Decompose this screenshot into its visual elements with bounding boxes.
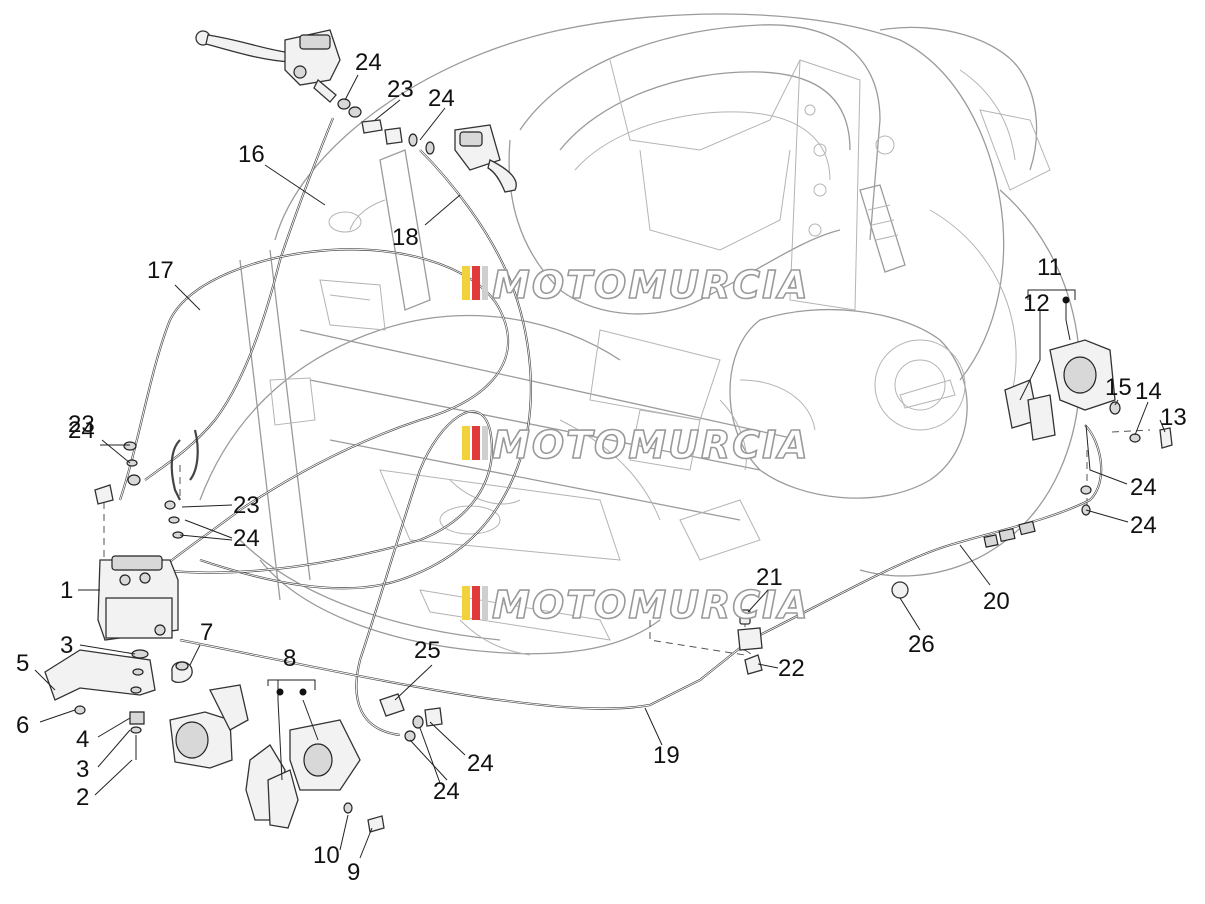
callout-24: 24: [355, 49, 382, 76]
callout-10: 10: [313, 842, 340, 869]
scooter-frame: [199, 13, 1081, 656]
callout-18: 18: [392, 224, 419, 251]
callout-7: 7: [200, 619, 213, 646]
callout-11: 11: [1037, 254, 1062, 281]
callout-23: 23: [68, 411, 95, 438]
watermark-text: MOTOMURCIA: [492, 423, 810, 467]
callout-2: 2: [76, 784, 89, 811]
watermark-bottom: MOTOMURCIA: [462, 582, 810, 628]
callout-24: 24: [428, 85, 455, 112]
callout-17: 17: [147, 257, 174, 284]
watermark-text: MOTOMURCIA: [492, 263, 810, 307]
callout-6: 6: [16, 712, 29, 739]
callout-9: 9: [347, 859, 360, 886]
watermark-middle: MOTOMURCIA: [462, 422, 810, 468]
callout-14: 14: [1135, 378, 1162, 405]
kit-markers: [276, 296, 1070, 696]
callout-15: 15: [1105, 374, 1132, 401]
callout-24: 24: [233, 525, 260, 552]
callout-25: 25: [414, 637, 441, 664]
callout-26: 26: [908, 631, 935, 658]
callout-20: 20: [983, 588, 1010, 615]
callout-22: 22: [778, 655, 805, 682]
abs-fittings-left: [94, 441, 184, 539]
callout-8: 8: [283, 645, 296, 672]
rear-caliper: [1004, 339, 1173, 516]
watermark-text: MOTOMURCIA: [492, 583, 810, 627]
callout-13: 13: [1160, 404, 1187, 431]
callout-16: 16: [238, 141, 265, 168]
hose-clip-7: [171, 661, 193, 684]
callout-4: 4: [76, 726, 89, 753]
callout-23: 23: [233, 492, 260, 519]
callout-5: 5: [16, 650, 29, 677]
callout-numbers: 24 23 24 16 18 17 23 24 23 24 1 3 7 5 6 …: [16, 49, 1187, 886]
callout-23: 24: [1130, 512, 1157, 539]
callout-19: 19: [653, 742, 680, 769]
abs-unit: [97, 555, 179, 641]
callout-3: 3: [60, 632, 73, 659]
banjo-fittings-top: [337, 98, 435, 155]
abs-bracket: [44, 649, 156, 760]
front-brake-lever: [195, 29, 341, 103]
callout-21: 21: [756, 564, 783, 591]
sensor-parts: [379, 581, 909, 742]
watermark-top: MOTOMURCIA: [462, 262, 810, 308]
callout-23: 24: [467, 750, 494, 777]
callout-3: 3: [76, 756, 89, 783]
rear-brake-lever: [454, 124, 517, 193]
callout-23: 23: [387, 76, 414, 103]
callout-1: 1: [60, 577, 73, 604]
brake-hoses: [118, 117, 1103, 737]
callout-12: 12: [1023, 290, 1050, 317]
front-caliper: [169, 684, 385, 833]
leader-lines: [34, 74, 1166, 859]
